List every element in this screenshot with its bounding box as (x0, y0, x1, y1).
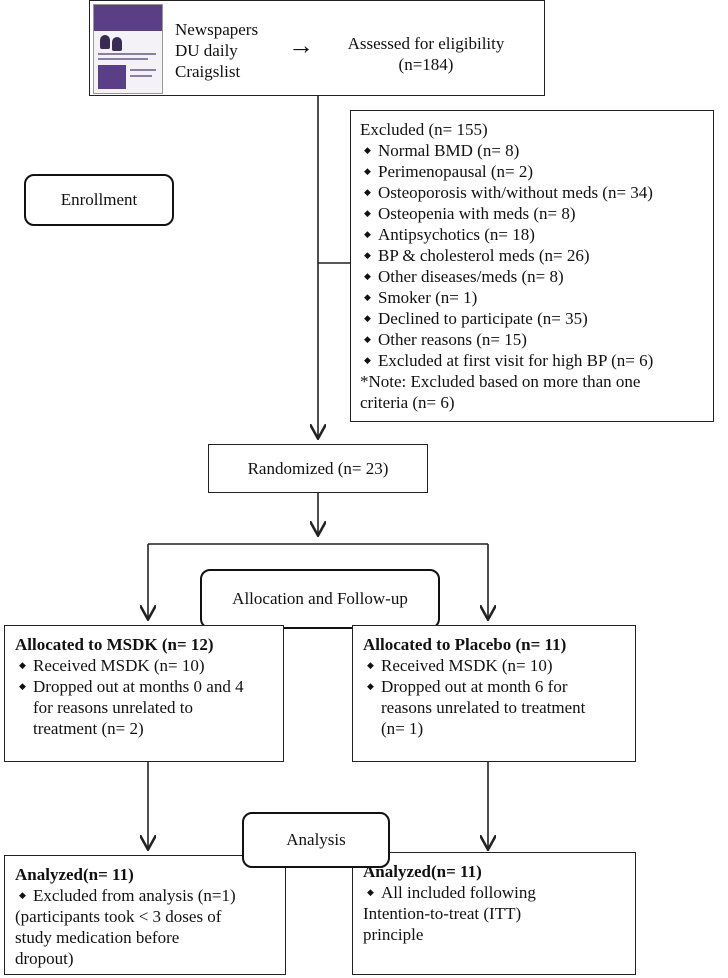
allocation-label: Allocation and Follow-up (232, 589, 408, 608)
placebo-dropped-line: (n= 1) (381, 719, 424, 738)
analyzed-right-box: Analyzed(n= 11) All included following I… (352, 852, 636, 975)
msdk-received: Received MSDK (n= 10) (15, 655, 283, 676)
analyzed-right-item: All included following Intention-to-trea… (363, 882, 635, 945)
excluded-title: Excluded (n= 155) (360, 120, 488, 139)
excluded-box: Excluded (n= 155) Normal BMD (n= 8) Peri… (350, 110, 714, 422)
excluded-reason: Normal BMD (n= 8) (360, 140, 713, 161)
source-du-daily: DU daily (175, 41, 238, 60)
analysis-label: Analysis (286, 830, 346, 849)
excluded-reason: Osteopenia with meds (n= 8) (360, 203, 713, 224)
excluded-reason: Declined to participate (n= 35) (360, 308, 713, 329)
msdk-dropped-line: Dropped out at months 0 and 4 (33, 677, 244, 696)
recruitment-poster-image (93, 4, 163, 94)
excluded-reason: Excluded at first visit for high BP (n= … (360, 350, 713, 371)
enrollment-label: Enrollment (60, 190, 138, 209)
msdk-dropped: Dropped out at months 0 and 4 for reason… (15, 676, 283, 739)
placebo-dropped-line: reasons unrelated to treatment (381, 698, 586, 717)
allocated-placebo-box: Allocated to Placebo (n= 11) Received MS… (352, 625, 636, 762)
allocation-label-box: Allocation and Follow-up (200, 569, 440, 629)
enrollment-label-box: Enrollment (24, 174, 174, 226)
analyzed-left-title: Analyzed(n= 11) (15, 865, 134, 884)
arrow-right-icon: → (288, 31, 314, 60)
analyzed-right-list: All included following Intention-to-trea… (363, 882, 635, 945)
excluded-reasons-list: Normal BMD (n= 8) Perimenopausal (n= 2) … (360, 140, 713, 371)
analyzed-left-list: Excluded from analysis (n=1) (participan… (15, 885, 285, 969)
analyzed-right-title: Analyzed(n= 11) (363, 862, 482, 881)
analyzed-left-line: (participants took < 3 doses of (15, 907, 222, 926)
allocated-msdk-list: Received MSDK (n= 10) Dropped out at mon… (15, 655, 283, 739)
allocated-msdk-box: Allocated to MSDK (n= 12) Received MSDK … (4, 625, 284, 762)
analyzed-right-line: All included following (381, 883, 536, 902)
source-craigslist: Craigslist (175, 62, 241, 81)
excluded-reason: BP & cholesterol meds (n= 26) (360, 245, 713, 266)
allocated-msdk-title: Allocated to MSDK (n= 12) (15, 635, 214, 654)
placebo-dropped: Dropped out at month 6 for reasons unrel… (363, 676, 635, 739)
recruitment-sources: Newspapers DU daily Craigslist (175, 19, 285, 82)
placebo-dropped-line: Dropped out at month 6 for (381, 677, 568, 696)
msdk-dropped-line: for reasons unrelated to (33, 698, 194, 717)
analyzed-left-item: Excluded from analysis (n=1) (participan… (15, 885, 285, 969)
assessed-label: Assessed for eligibility (347, 34, 505, 53)
allocated-placebo-title: Allocated to Placebo (n= 11) (363, 635, 567, 654)
assessed-count: (n=184) (398, 55, 454, 74)
allocated-placebo-list: Received MSDK (n= 10) Dropped out at mon… (363, 655, 635, 739)
placebo-received: Received MSDK (n= 10) (363, 655, 635, 676)
excluded-reason: Perimenopausal (n= 2) (360, 161, 713, 182)
excluded-reason: Osteoporosis with/without meds (n= 34) (360, 182, 713, 203)
randomized-box: Randomized (n= 23) (208, 444, 428, 493)
excluded-note-cont: criteria (n= 6) (360, 393, 455, 412)
excluded-note: *Note: Excluded based on more than one (360, 372, 641, 391)
analysis-label-box: Analysis (242, 812, 390, 868)
excluded-reason: Other diseases/meds (n= 8) (360, 266, 713, 287)
assessed-eligibility: Assessed for eligibility (n=184) (326, 33, 526, 75)
analyzed-left-line: dropout) (15, 949, 74, 968)
recruitment-source-box (89, 0, 545, 96)
analyzed-left-line: Excluded from analysis (n=1) (33, 886, 236, 905)
excluded-reason: Antipsychotics (n= 18) (360, 224, 713, 245)
excluded-reason: Other reasons (n= 15) (360, 329, 713, 350)
msdk-dropped-line: treatment (n= 2) (33, 719, 144, 738)
source-newspapers: Newspapers (175, 20, 259, 39)
analyzed-left-box: Analyzed(n= 11) Excluded from analysis (… (4, 855, 286, 975)
excluded-reason: Smoker (n= 1) (360, 287, 713, 308)
analyzed-right-line: principle (363, 925, 424, 944)
randomized-label: Randomized (n= 23) (247, 459, 389, 478)
analyzed-right-line: Intention-to-treat (ITT) (363, 904, 522, 923)
analyzed-left-line: study medication before (15, 928, 180, 947)
